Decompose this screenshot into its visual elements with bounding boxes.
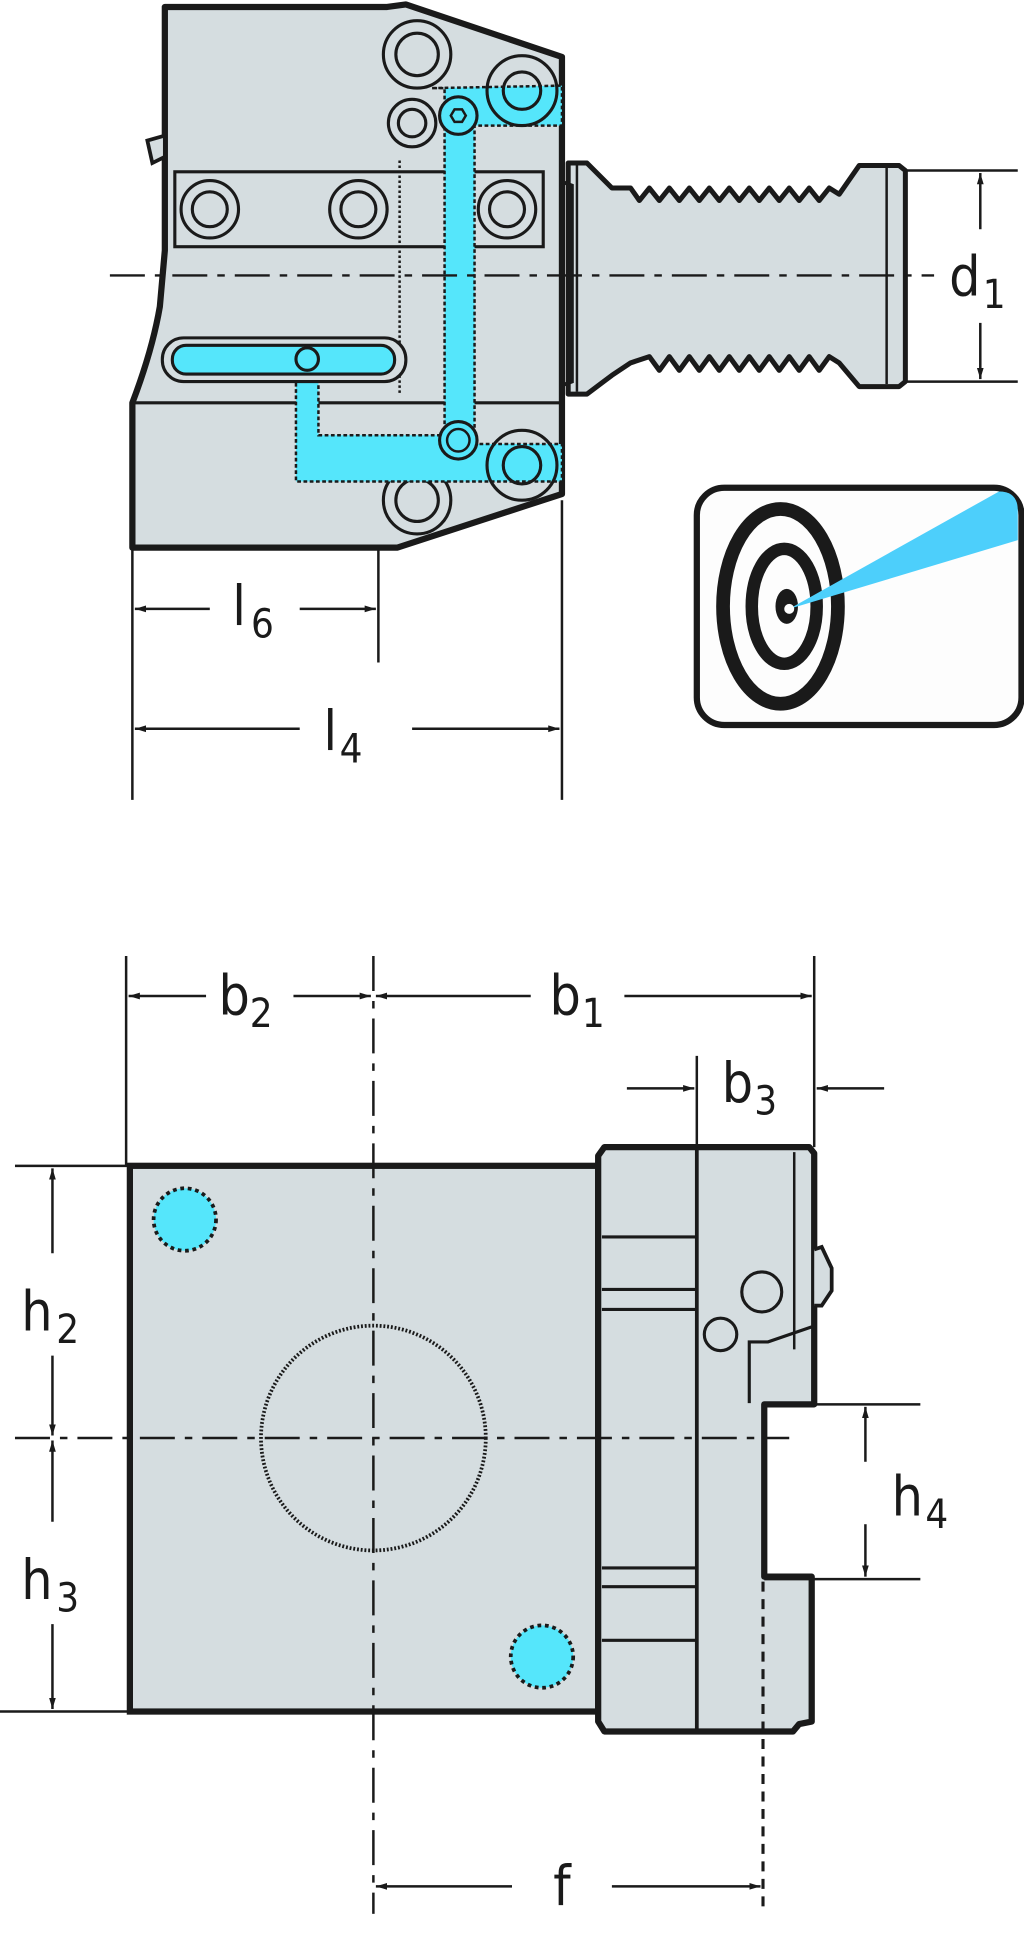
dim-label-d1: d — [949, 244, 980, 308]
front-view: b 2 b 1 b 3 h 2 h 3 — [0, 956, 948, 1918]
dimension-b3: b 3 — [626, 1051, 885, 1125]
dimension-f: f — [375, 1854, 761, 1918]
coolant-hole-top — [151, 1186, 218, 1253]
dim-label-f: f — [553, 1854, 572, 1918]
top-view: d 1 l 6 l 4 — [109, 1, 1018, 800]
dimension-h3: h 3 — [21, 1440, 79, 1710]
threaded-shank — [565, 160, 908, 397]
dimension-b2: b 2 — [128, 964, 371, 1037]
dim-sub-d1: 1 — [983, 272, 1006, 318]
dim-label-h2: h — [21, 1280, 52, 1344]
dim-label-l6: l — [232, 574, 246, 638]
target-coolant-icon — [693, 484, 1024, 729]
dim-sub-l4: 4 — [340, 726, 363, 772]
dim-sub-l6: 6 — [251, 602, 274, 648]
dimension-h2: h 2 — [21, 1168, 79, 1436]
dim-sub-h3: 3 — [56, 1576, 79, 1622]
dim-sub-b2: 2 — [250, 991, 273, 1037]
dim-sub-h2: 2 — [56, 1307, 79, 1353]
dimension-d1: d 1 — [905, 169, 1018, 383]
dim-sub-h4: 4 — [925, 1492, 948, 1538]
dim-label-h3: h — [21, 1548, 52, 1612]
coolant-channel — [160, 54, 564, 502]
dimension-l4: l 4 — [134, 699, 560, 772]
dimension-h4: h 4 — [862, 1406, 948, 1577]
dimension-b1: b 1 — [375, 964, 812, 1037]
dim-label-b1: b — [549, 964, 580, 1028]
dim-sub-b3: 3 — [754, 1079, 777, 1125]
dim-label-h4: h — [892, 1464, 923, 1528]
coolant-hole-bottom — [508, 1623, 576, 1690]
dim-label-b2: b — [219, 964, 250, 1028]
clamp-bar — [173, 170, 545, 249]
dim-label-b3: b — [722, 1051, 753, 1115]
dim-label-l4: l — [323, 699, 337, 763]
dim-sub-b1: 1 — [582, 991, 605, 1037]
dimension-l6: l 6 — [131, 500, 564, 800]
